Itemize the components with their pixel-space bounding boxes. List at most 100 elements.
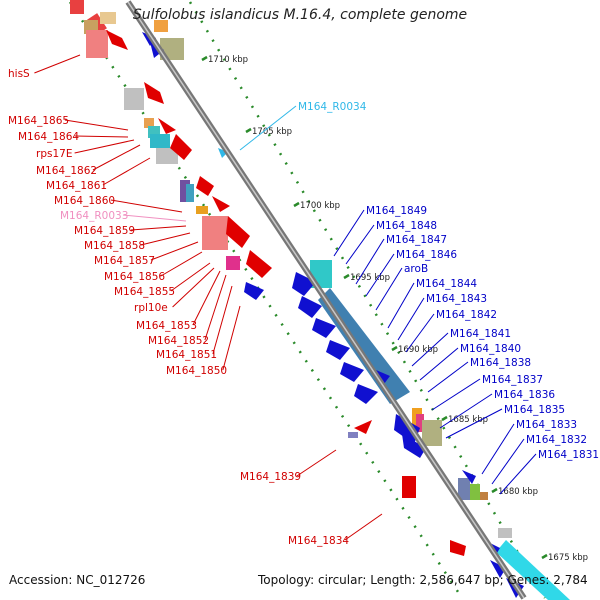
gene-label: M164_1833 xyxy=(516,419,577,431)
gene-label: M164_1856 xyxy=(104,271,165,283)
inner-dotted-guide xyxy=(188,1,547,599)
label-leader-line xyxy=(296,449,337,477)
label-leader-line xyxy=(365,253,395,297)
gene-label: M164_1846 xyxy=(396,249,457,261)
gene-label: M164_1862 xyxy=(36,165,97,177)
label-leader-line xyxy=(130,225,187,231)
scale-tick-mark xyxy=(491,487,498,494)
gene-feature xyxy=(158,118,176,134)
gene-label: rpl10e xyxy=(134,302,168,314)
gene-label: M164_1837 xyxy=(482,374,543,386)
gene-feature xyxy=(348,432,358,438)
gene-label: M164_1853 xyxy=(136,320,197,332)
gene-feature xyxy=(376,370,390,384)
scale-tick-mark xyxy=(391,345,398,352)
gene-feature xyxy=(170,134,192,160)
scale-tick-label: 1710 kbp xyxy=(208,55,248,65)
label-leader-line xyxy=(110,199,183,213)
gene-feature xyxy=(70,0,84,14)
gene-feature xyxy=(292,272,316,296)
gene-label: aroB xyxy=(404,263,428,275)
label-leader-line xyxy=(411,332,449,367)
label-leader-line xyxy=(445,408,503,439)
gene-label: M164_1861 xyxy=(46,180,107,192)
gene-feature xyxy=(312,318,336,338)
gene-feature xyxy=(244,282,264,300)
gene-label: M164_1848 xyxy=(376,220,437,232)
scale-tick-label: 1680 kbp xyxy=(498,487,538,497)
gene-feature xyxy=(298,296,322,318)
gene-label: M164_1838 xyxy=(470,357,531,369)
gene-label: M164_1859 xyxy=(74,225,135,237)
gene-feature xyxy=(106,30,128,50)
gene-label: M164_1831 xyxy=(538,449,599,461)
gene-label: M164_1852 xyxy=(148,335,209,347)
label-leader-line xyxy=(499,453,537,495)
label-leader-line xyxy=(375,267,403,311)
gene-feature xyxy=(86,30,108,58)
label-leader-line xyxy=(397,297,425,341)
gene-label: rps17E xyxy=(36,148,72,160)
label-leader-line xyxy=(355,238,385,285)
reverse-strand-genes xyxy=(70,0,466,556)
scale-tick-mark xyxy=(441,415,448,422)
gene-feature xyxy=(458,478,470,500)
scale-tick-mark xyxy=(293,201,300,208)
gene-label: hisS xyxy=(8,68,30,80)
gene-label: M164_1842 xyxy=(436,309,497,321)
topology-text: Topology: circular; Length: 2,586,647 bp… xyxy=(258,573,588,587)
gene-feature xyxy=(422,420,442,446)
gene-feature xyxy=(354,384,378,404)
gene-label: M164_1857 xyxy=(94,255,155,267)
gene-feature xyxy=(202,216,228,250)
gene-feature xyxy=(150,134,170,148)
label-leader-line xyxy=(222,305,241,371)
scale-tick-mark xyxy=(343,273,350,280)
gene-label: M164_R0033 xyxy=(60,210,128,222)
gene-label: M164_1844 xyxy=(416,278,477,290)
label-leader-line xyxy=(192,270,221,326)
gene-label: M164_R0034 xyxy=(298,101,367,113)
gene-feature xyxy=(196,176,214,196)
scale-tick-label: 1705 kbp xyxy=(252,127,292,137)
gene-feature xyxy=(226,256,240,270)
gene-feature xyxy=(340,362,364,382)
gene-feature xyxy=(354,420,372,434)
gene-feature xyxy=(156,148,178,164)
label-leader-line xyxy=(333,209,365,257)
label-leader-line xyxy=(74,135,129,138)
label-leader-line xyxy=(160,251,203,277)
gene-label: M164_1855 xyxy=(114,286,175,298)
label-leader-line xyxy=(102,157,151,186)
scale-tick-mark xyxy=(541,553,548,560)
label-leader-line xyxy=(431,378,481,411)
gene-label: M164_1836 xyxy=(494,389,555,401)
gene-feature xyxy=(490,560,506,578)
gene-label: M164_1847 xyxy=(386,234,447,246)
gene-feature xyxy=(218,148,228,158)
gene-feature xyxy=(450,540,466,556)
gene-feature xyxy=(196,206,208,214)
scale-tick-label: 1675 kbp xyxy=(548,553,588,563)
gene-label: M164_1849 xyxy=(366,205,427,217)
label-leader-line xyxy=(122,214,187,222)
label-leader-line xyxy=(481,423,515,475)
gene-feature xyxy=(144,118,154,128)
accession-text: Accession: NC_012726 xyxy=(9,573,146,587)
gene-label: M164_1843 xyxy=(426,293,487,305)
gene-feature xyxy=(496,540,570,600)
gene-feature xyxy=(124,88,144,110)
label-leader-line xyxy=(64,119,129,131)
gene-label: M164_1832 xyxy=(526,434,587,446)
scale-tick-label: 1685 kbp xyxy=(448,415,488,425)
label-leader-line xyxy=(170,262,211,292)
gene-feature xyxy=(212,196,230,212)
label-leader-line xyxy=(491,438,525,485)
label-leader-line xyxy=(212,285,233,355)
scale-tick-label: 1700 kbp xyxy=(300,201,340,211)
gene-feature xyxy=(402,434,426,458)
gene-feature xyxy=(246,250,272,278)
label-leader-line xyxy=(92,144,141,171)
gene-feature xyxy=(100,12,116,24)
